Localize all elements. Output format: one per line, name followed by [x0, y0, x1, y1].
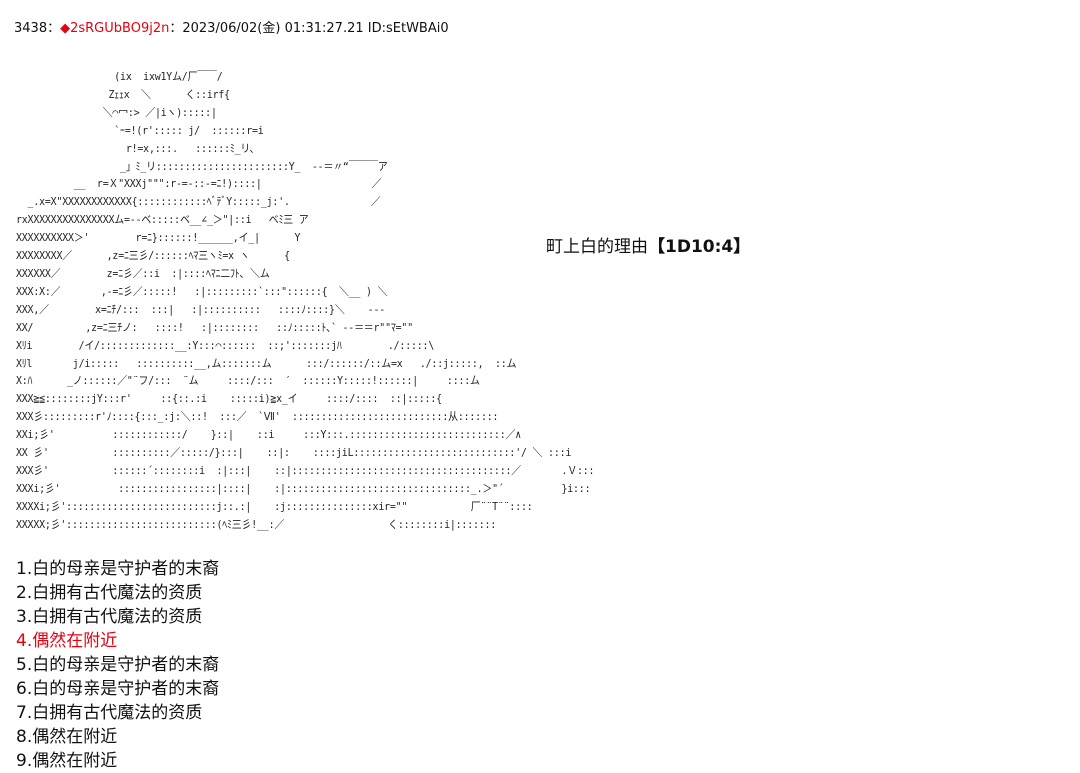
trip-diamond-icon: ◆ [60, 21, 71, 36]
choice-item: 9.偶然在附近 [16, 751, 118, 771]
header-separator: ： [47, 21, 61, 36]
ascii-art-line: XXXXi;彡'::::::::::::::::::::::::::j::.:|… [16, 499, 533, 513]
ascii-art-line: Xﾘl j/i::::: ::::::::::__,ム:::::::ム :::/… [16, 356, 517, 370]
choice-item: 1.白的母亲是守护者的末裔 [16, 559, 220, 579]
ascii-art-line: XXXXXXXX／ ,z=ﾆ三彡/::::::ﾍﾏ三ヽﾐ=x ヽ { [16, 249, 290, 263]
ascii-art-line: r!=x,:::. ::::::ﾐ_リ、 [16, 141, 260, 155]
ascii-art-line: rxXXXXXXXXXXXXXXXム=--ベ:::::ベ__∠_＞"|::i ベ… [16, 213, 309, 227]
choice-item: 8.偶然在附近 [16, 727, 118, 747]
trip-code: 2sRGUbBO9j2n [70, 21, 170, 36]
ascii-art-line: Xﾘi /イ/:::::::::::::__:Y:::⌒:::::: ::;':… [16, 338, 435, 352]
ascii-art-line: XXX:X:／ ,-=ﾆ彡／:::::! :|:::::::::`:::":::… [16, 284, 388, 298]
choice-item: 5.白的母亲是守护者的末裔 [16, 655, 220, 675]
ascii-art-line: _」ﾐ_リ:::::::::::::::::::::::Y_ ‐‐＝〃“￣￣￣ア [16, 159, 388, 173]
post-header: 3438：◆2sRGUbBO9j2n：2023/06/02(金) 01:31:2… [14, 20, 449, 38]
ascii-art-line: _.x=X"XXXXXXXXXXXX{::::::::::::ﾍﾞﾃﾞY::::… [16, 195, 381, 209]
post-datetime: 2023/06/02(金) 01:31:27.21 [182, 21, 364, 36]
ascii-art-line: XXXXX;彡'::::::::::::::::::::::::::(ﾍﾐ三彡!… [16, 517, 497, 531]
ascii-art-line: `ｰ=!(r'::::: j/ ::::::r=i [16, 123, 264, 137]
ascii-art-line: XXX彡' ::::::´::::::::i :|:::| ::|:::::::… [16, 463, 595, 477]
thread-page: 3438：◆2sRGUbBO9j2n：2023/06/02(金) 01:31:2… [14, 20, 750, 771]
ascii-art-line: (ix ixw1Yム/厂￣￣/ [16, 70, 223, 83]
post-number: 3438 [14, 21, 48, 36]
ascii-art: (ix ixw1Yム/厂￣￣/ Zｪｪx ＼ く::irf{ ＼⌒冖:> ／|i… [16, 68, 594, 534]
ascii-art-line: XXX,／ x=ﾆﾁ/::: :::| :|:::::::::: ::::ﾉ::… [16, 302, 386, 316]
caption-text: 町上白的理由 [546, 237, 648, 257]
ascii-art-line: XXX≧≦::::::::jY:::r' ::{::.:i :::::i)≧x_… [16, 392, 442, 406]
ascii-art-line: ＼⌒冖:> ／|iヽ):::::| [16, 105, 217, 119]
choice-item: 6.白的母亲是守护者的末裔 [16, 679, 220, 699]
ascii-art-line: X:ﾊ _ノ::::::／"¨フ/::: ¨ム ::::/::: ′ :::::… [16, 374, 480, 388]
ascii-art-line: Zｪｪx ＼ く::irf{ [16, 87, 230, 101]
choice-item: 3.白拥有古代魔法的资质 [16, 607, 203, 627]
choice-item: 7.白拥有古代魔法的资质 [16, 703, 203, 723]
choice-item: 4.偶然在附近 [16, 631, 118, 651]
dice-caption: 町上白的理由【1D10:4】 [546, 232, 750, 257]
ascii-art-line: XXXXXX／ z=ﾆ彡／::i :|::::ﾍﾏﾆ二ﾌﾄ､ ＼ム [16, 266, 270, 280]
ascii-art-line: XX 彡' ::::::::::／:::::/}:::| ::|: ::::ji… [16, 446, 572, 460]
ascii-art-line: XXX彡:::::::::r'ﾉ::::{:::_:j:＼::! :::／ `Ⅶ… [16, 410, 499, 424]
choice-item: 2.白拥有古代魔法的资质 [16, 583, 203, 603]
ascii-art-line: XXi;彡' ::::::::::::/ }::| ::i :::Y:::.::… [16, 428, 521, 442]
dice-result: 【1D10:4】 [648, 237, 751, 257]
poster-id: ID:sEtWBAi0 [367, 21, 449, 36]
choice-list: 1.白的母亲是守护者的末裔 2.白拥有古代魔法的资质 3.白拥有古代魔法的资质 4.偶… [16, 557, 219, 773]
ascii-art-line: XXXXXXXXXX＞' r=ﾆ}::::::!______,イ_| Y [16, 231, 301, 245]
ascii-art-line: XX/ ,z=ﾆ三ﾁノ: ::::! :|:::::::: ::ﾉ:::::ﾄ､… [16, 320, 413, 334]
header-separator-2: ： [169, 21, 183, 36]
ascii-art-line: XXXi;彡' :::::::::::::::::|::::| :|::::::… [16, 481, 591, 495]
ascii-art-line: __ r=Ｘ"XXXj""":r-=-::-=ﾆ!)::::| ／ [16, 177, 382, 191]
